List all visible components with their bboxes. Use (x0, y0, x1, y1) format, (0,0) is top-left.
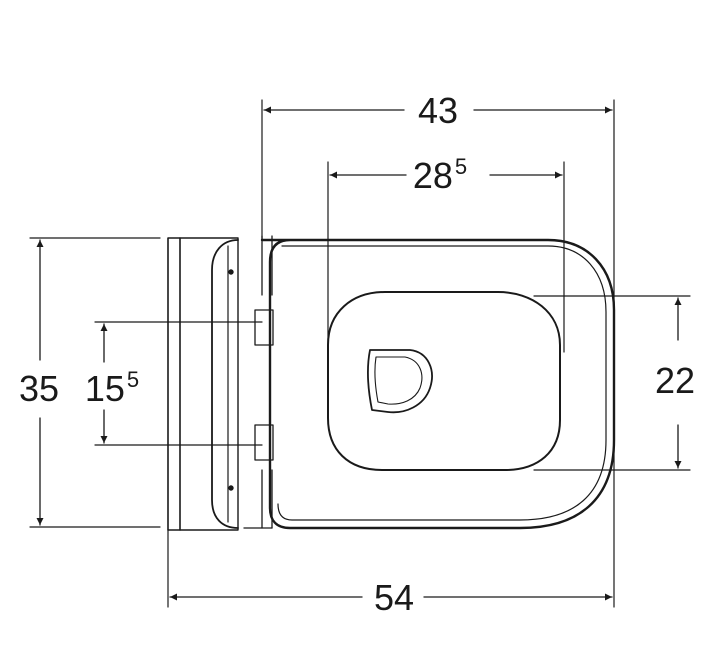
dimension-lines (36, 106, 682, 601)
dim-label-43: 43 (418, 90, 458, 131)
dim-label-28-main: 28 (413, 155, 453, 196)
dim-label-22: 22 (655, 360, 695, 401)
seat-opening (327, 291, 561, 471)
extension-lines (29, 99, 691, 608)
dim-label-15-5: 155 (85, 367, 139, 409)
dim-label-15-sup: 5 (127, 367, 139, 392)
dim-label-35: 35 (19, 368, 59, 409)
dim-label-28-5: 285 (413, 154, 467, 196)
dim-label-15-main: 15 (85, 368, 125, 409)
bowl-inner-rim (277, 245, 607, 521)
wall-mount-plate (167, 237, 239, 531)
drain-outlet (366, 349, 433, 414)
dim-label-54: 54 (374, 577, 414, 618)
bowl-outline (260, 238, 616, 530)
seat-hinge-edge (211, 235, 274, 529)
dim-label-28-sup: 5 (455, 154, 467, 179)
